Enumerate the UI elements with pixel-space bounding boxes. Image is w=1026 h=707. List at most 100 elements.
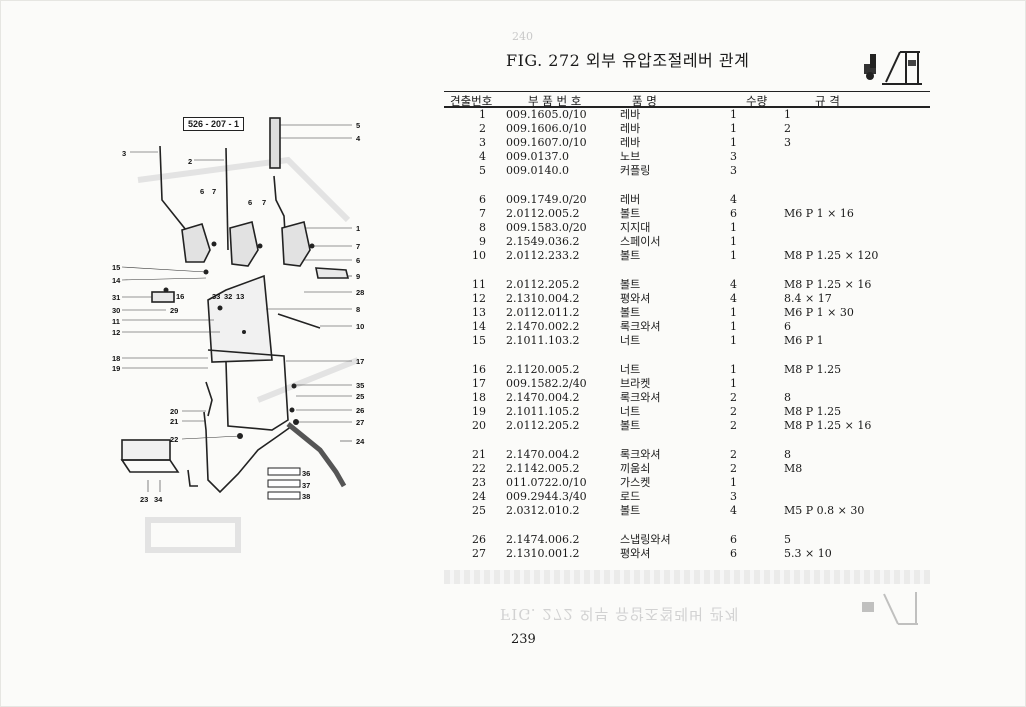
cell-spec: 6 [784,320,791,333]
cell-name: 레바 [620,108,641,121]
exploded-parts-diagram [120,117,360,553]
column-header-spec: 규 격 [815,94,840,108]
callout: 2 [188,157,193,166]
cell-name: 커플링 [620,164,651,177]
cell-part-no: 2.0112.005.2 [506,207,580,220]
callout: 15 [112,263,121,272]
cell-no: 27 [472,547,486,560]
cell-no: 6 [479,193,486,206]
cell-name: 볼트 [620,249,641,262]
cell-spec: M8 P 1.25 [784,405,842,418]
cell-qty: 3 [730,490,737,503]
cell-part-no: 2.1470.004.2 [506,391,580,404]
cell-name: 가스켓 [620,476,651,489]
cell-no: 5 [479,164,486,177]
callout: 9 [356,272,361,281]
cell-part-no: 2.1549.036.2 [506,235,580,248]
callout: 29 [170,306,179,315]
cell-no: 17 [472,377,486,390]
cell-no: 22 [472,462,486,475]
cell-spec: 2 [784,122,791,135]
callout: 3 [122,149,127,158]
callout: 6 [248,198,253,207]
cell-no: 11 [472,278,486,291]
callout: 22 [170,435,179,444]
callout: 12 [112,328,121,337]
callout: 7 [212,187,217,196]
column-header-no: 견출번호 [450,94,493,108]
callout: 13 [236,292,245,301]
cell-no: 8 [479,221,486,234]
show-through-title: FIG. 272 외부 유압조절레버 관계 [500,605,740,623]
cell-name: 너트 [620,405,641,418]
cell-no: 7 [479,207,486,220]
cell-no: 26 [472,533,486,546]
callout: 4 [356,134,361,143]
callout: 38 [302,492,311,501]
callout: 24 [356,437,365,446]
cell-name: 평와셔 [620,547,651,560]
cell-qty: 1 [730,363,737,376]
callout: 6 [200,187,205,196]
cell-part-no: 009.1606.0/10 [506,122,587,135]
cell-part-no: 009.2944.3/40 [506,490,587,503]
cell-qty: 1 [730,235,737,248]
cell-part-no: 009.0137.0 [506,150,569,163]
callout: 10 [356,322,365,331]
cell-part-no: 009.0140.0 [506,164,569,177]
callout: 37 [302,481,311,490]
cell-qty: 1 [730,306,737,319]
cell-qty: 1 [730,122,737,135]
cell-name: 평와셔 [620,292,651,305]
cell-no: 2 [479,122,486,135]
cell-name: 지지대 [620,221,651,234]
cell-part-no: 2.1011.103.2 [506,334,580,347]
cell-name: 노브 [620,150,641,163]
cell-qty: 6 [730,533,737,546]
cell-spec: 5.3 × 10 [784,547,832,560]
callout: 36 [302,469,311,478]
callout: 7 [356,242,361,251]
cell-no: 4 [479,150,486,163]
cell-qty: 1 [730,108,737,121]
callout: 1 [356,224,361,233]
cell-spec: M8 P 1.25 [784,363,842,376]
callout: 28 [356,288,365,297]
callout: 32 [224,292,233,301]
cell-part-no: 2.1120.005.2 [506,363,580,376]
callout: 26 [356,406,365,415]
cell-name: 스냅링와셔 [620,533,671,546]
cell-spec: M8 P 1.25 × 16 [784,278,872,291]
cell-part-no: 011.0722.0/10 [506,476,587,489]
column-header-name: 품 명 [632,94,657,108]
cell-no: 13 [472,306,486,319]
cell-no: 19 [472,405,486,418]
callout: 7 [262,198,267,207]
callout: 17 [356,357,365,366]
cell-name: 브라켓 [620,377,651,390]
cell-qty: 1 [730,136,737,149]
callout: 30 [112,306,121,315]
cell-qty: 4 [730,504,737,517]
callout: 14 [112,276,121,285]
cell-name: 록크와셔 [620,448,661,461]
cell-spec: 8 [784,391,791,404]
cell-no: 15 [472,334,486,347]
cell-qty: 1 [730,221,737,234]
cell-spec: 5 [784,533,791,546]
